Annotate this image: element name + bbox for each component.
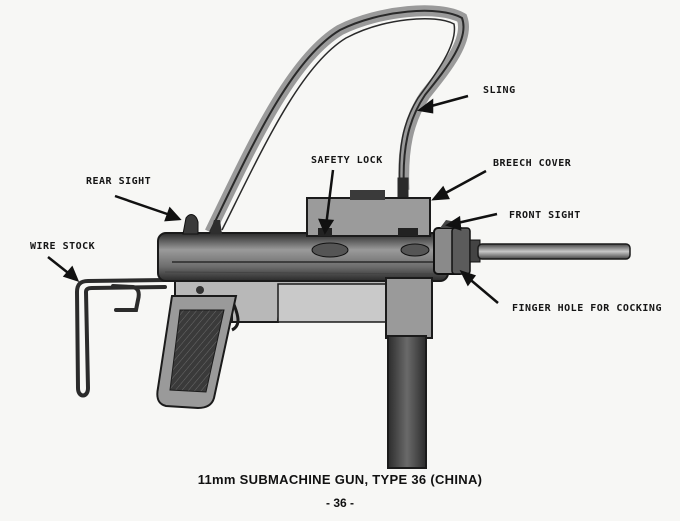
callout-front-sight: FRONT SIGHT bbox=[509, 210, 581, 221]
callout-sling: SLING bbox=[483, 85, 516, 96]
page-number: - 36 - bbox=[325, 496, 354, 510]
callout-finger-hole: FINGER HOLE FOR COCKING bbox=[512, 303, 662, 314]
wire-stock bbox=[74, 278, 167, 398]
magazine bbox=[385, 277, 433, 469]
callout-rear-sight: REAR SIGHT bbox=[86, 176, 152, 187]
pistol-grip bbox=[156, 295, 238, 410]
barrel-assembly bbox=[433, 220, 631, 275]
receiver bbox=[157, 232, 449, 282]
callout-arrows bbox=[47, 94, 499, 304]
callout-breech-cover: BREECH COVER bbox=[493, 158, 572, 169]
callout-wire-stock: WIRE STOCK bbox=[30, 241, 96, 252]
sling-strap bbox=[205, 5, 469, 235]
rear-sight bbox=[182, 214, 199, 235]
callout-safety-lock: SAFETY LOCK bbox=[311, 155, 383, 166]
figure-caption: 11mm SUBMACHINE GUN, TYPE 36 (CHINA) bbox=[197, 472, 483, 487]
